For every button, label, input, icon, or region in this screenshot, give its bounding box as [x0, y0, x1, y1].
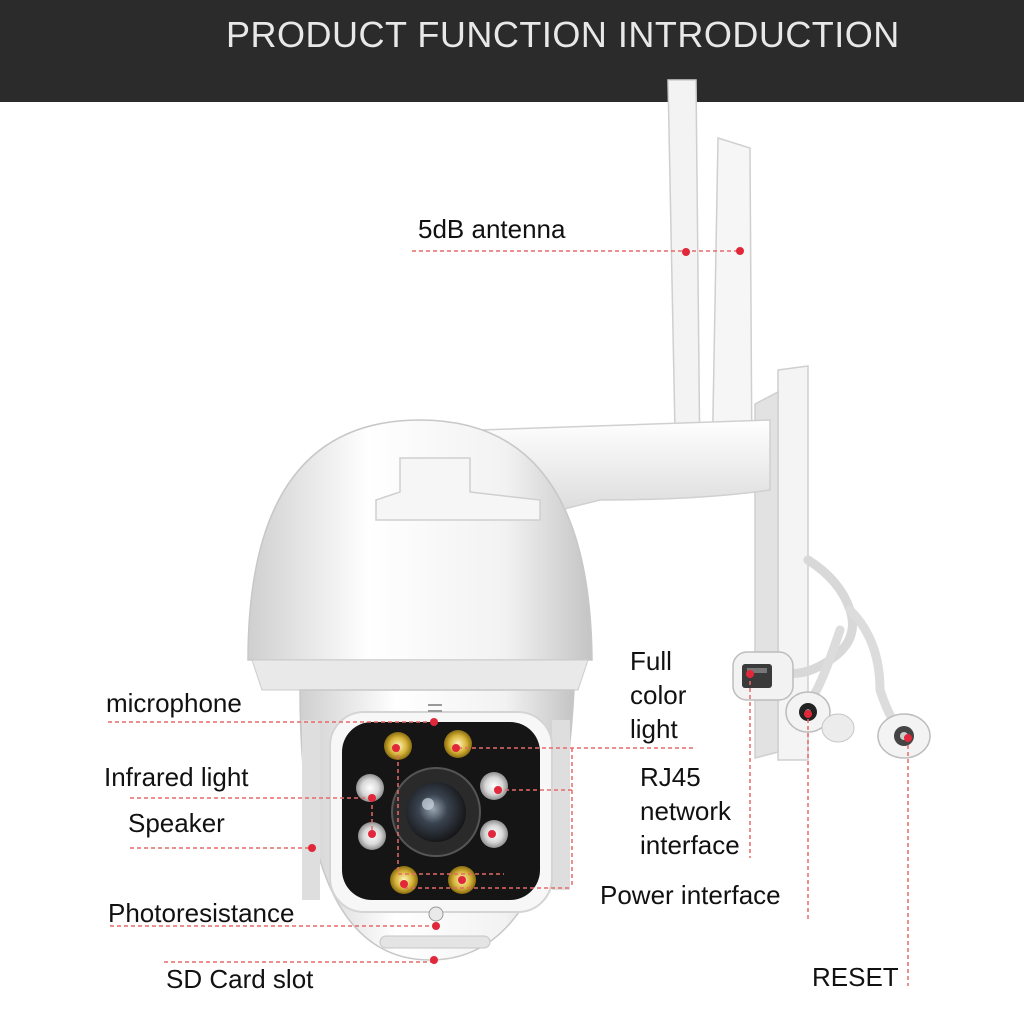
camera-dome	[247, 419, 593, 961]
label-full-color-line2: color	[630, 680, 687, 710]
label-full-color-light: Full color light	[630, 644, 686, 746]
label-power-interface: Power interface	[600, 880, 781, 910]
antenna-left	[667, 79, 701, 484]
label-rj45-line1: RJ45	[640, 762, 701, 792]
label-rj45-line2: network	[640, 796, 732, 826]
label-photoresistance: Photoresistance	[108, 898, 295, 928]
page-title: PRODUCT FUNCTION INTRODUCTION	[226, 14, 900, 55]
label-sd-card-slot: SD Card slot	[166, 964, 314, 994]
title-banner: PRODUCT FUNCTION INTRODUCTION	[0, 0, 1024, 102]
label-rj45-line3: interface	[640, 830, 740, 860]
callout-dots	[308, 247, 912, 964]
label-infrared-light: Infrared light	[104, 762, 249, 792]
label-reset: RESET	[812, 962, 899, 992]
reset-connector	[877, 713, 931, 759]
label-antenna: 5dB antenna	[418, 214, 566, 244]
label-rj45-network-interface: RJ45 network interface	[640, 760, 740, 862]
rj45-connector	[732, 651, 794, 701]
label-full-color-line1: Full	[630, 646, 672, 676]
label-speaker: Speaker	[128, 808, 225, 838]
label-microphone: microphone	[106, 688, 242, 718]
label-full-color-line3: light	[630, 714, 678, 744]
